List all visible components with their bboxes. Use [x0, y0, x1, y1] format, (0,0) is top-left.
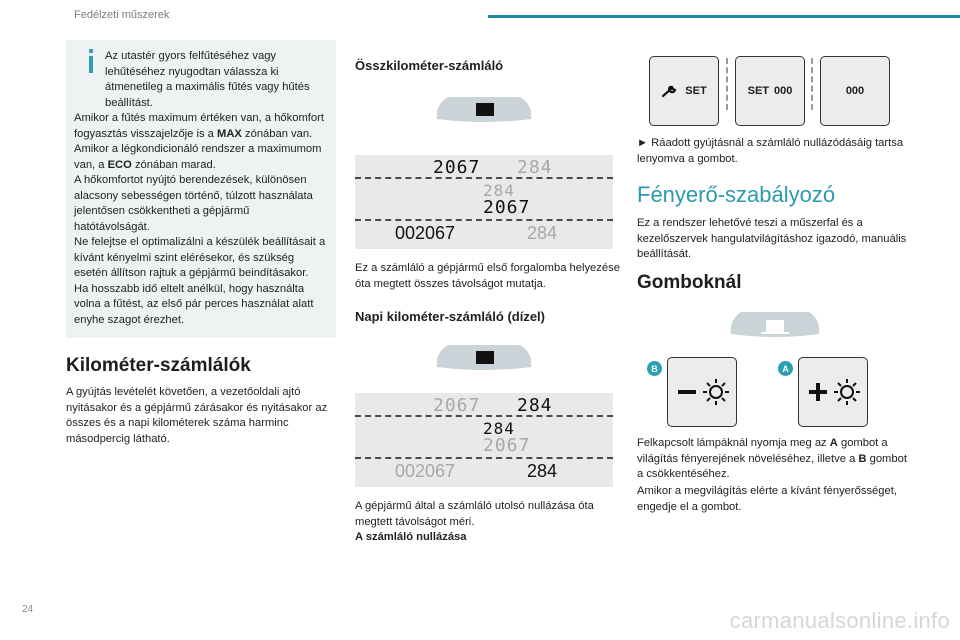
display-total-value: 2067 [433, 157, 481, 178]
brightness-heading: Fényerő-szabályozó [637, 182, 836, 207]
zero-value: 000 [845, 85, 865, 97]
brightness-instruction-2: Amikor a megvilágítás elérte a kívánt fé… [637, 485, 897, 513]
plus-sun-icon [809, 379, 860, 405]
label-b-badge: B [647, 361, 662, 376]
brightness-decrease-button [667, 357, 737, 427]
wrench-icon [662, 85, 677, 98]
header-rule [488, 15, 960, 18]
display-total-value: 2067 [483, 197, 531, 218]
dashboard-icon [730, 312, 820, 337]
trip-odometer-heading: Napi kilométer-számláló (dízel) [355, 309, 545, 324]
odometers-text: A gyújtás levételét követően, a vezetőol… [66, 386, 328, 445]
display-total-value: 002067 [395, 461, 456, 481]
reset-step-3: 000 [820, 56, 890, 126]
minus-sun-icon [678, 379, 729, 405]
reset-step-1: SET [649, 56, 719, 126]
display-trip-value: 284 [527, 223, 558, 243]
dashboard-icon [436, 345, 532, 370]
total-odometer-heading: Összkilométer-számláló [355, 58, 504, 73]
running-header: Fedélzeti műszerek [74, 9, 170, 21]
brightness-text: Ez a rendszer lehetővé teszi a műszerfal… [637, 217, 907, 260]
info-paragraph-4: Ne felejtse el optimalizálni a készülék … [74, 236, 326, 279]
zero-value: 000 [774, 85, 793, 97]
column-middle: Összkilométer-számláló 2067 284 284 2067… [355, 40, 625, 546]
info-paragraph-3: A hőkomfortot nyújtó berendezések, külön… [74, 174, 313, 233]
column-right: SET SET 000 000 ► Ráadott gyújtásnál a s… [637, 0, 907, 560]
display-trip-value: 284 [483, 181, 515, 200]
total-odometer-display: 2067 284 284 2067 002067 284 [355, 155, 613, 249]
total-odometer-text: Ez a számláló a gépjármű első forgalomba… [355, 262, 620, 290]
info-paragraph-1: Az utastér gyors felfűtéséhez vagy lehűt… [105, 50, 310, 109]
brightness-instruction-1: Felkapcsolt lámpáknál nyomja meg az A go… [637, 437, 907, 480]
display-trip-value: 284 [527, 461, 558, 481]
display-total-value: 002067 [395, 223, 456, 243]
reset-heading: A számláló nullázása [355, 531, 467, 543]
display-trip-value: 284 [517, 395, 553, 416]
display-trip-value: 284 [483, 419, 515, 438]
dashboard-icon [436, 97, 532, 122]
trip-odometer-text: A gépjármű által a számláló utolsó nullá… [355, 500, 594, 528]
brightness-increase-button [798, 357, 868, 427]
buttons-heading: Gomboknál [637, 272, 742, 293]
column-left: Az utastér gyors felfűtéséhez vagy lehűt… [66, 40, 336, 447]
info-paragraph-5: Ha hosszabb idő eltelt anélkül, hogy has… [74, 282, 314, 326]
reset-instruction: ► Ráadott gyújtásnál a számláló nullázód… [637, 137, 904, 165]
page-number: 24 [22, 604, 34, 615]
reset-step-2: SET 000 [735, 56, 805, 126]
info-paragraph-2: Amikor a fűtés maximum értéken van, a hő… [74, 112, 324, 171]
watermark: carmanualsonline.info [729, 608, 950, 633]
set-label: SET [747, 85, 770, 97]
info-icon [89, 49, 93, 53]
display-total-value: 2067 [433, 395, 481, 416]
display-total-value: 2067 [483, 435, 531, 456]
label-a-badge: A [778, 361, 793, 376]
set-label: SET [685, 85, 707, 97]
display-trip-value: 284 [517, 157, 553, 178]
odometers-heading: Kilométer-számlálók [66, 355, 251, 376]
info-box: Az utastér gyors felfűtéséhez vagy lehűt… [66, 40, 336, 338]
trip-odometer-display: 2067 284 284 2067 002067 284 [355, 393, 613, 487]
